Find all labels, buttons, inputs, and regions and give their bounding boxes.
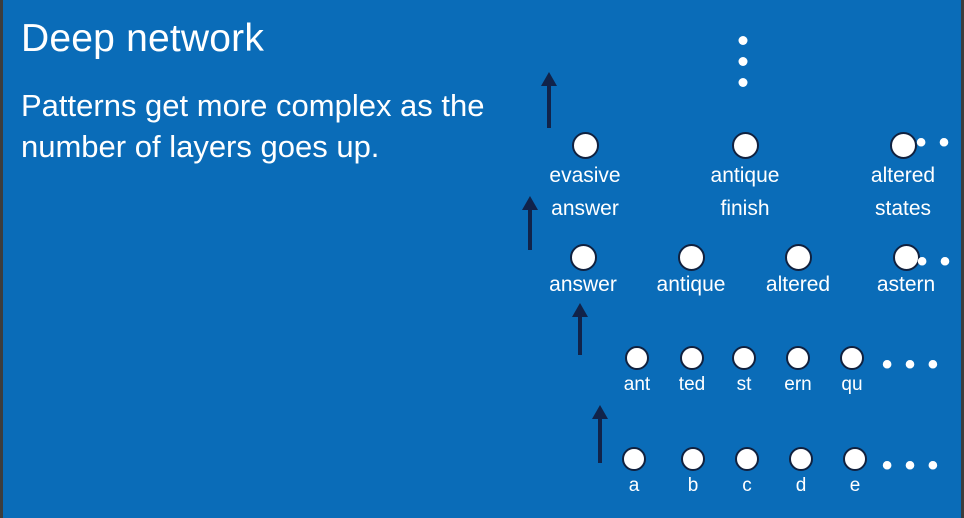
node-label-layer1-1: b xyxy=(687,475,699,496)
arrow-to-layer-4-icon xyxy=(540,72,558,128)
node-label-line2: answer xyxy=(551,197,619,220)
arrow-to-layer-2-icon xyxy=(571,303,589,355)
node-layer2-4[interactable] xyxy=(840,346,864,370)
node-label-layer2-1: ted xyxy=(678,374,706,395)
node-label-layer1-0: a xyxy=(628,475,640,496)
node-label-layer2-0: ant xyxy=(623,374,651,395)
node-label-layer4-2: altered states xyxy=(871,159,935,225)
deep-network-diagram: evasive answer antique finish altered st… xyxy=(3,0,961,518)
node-layer3-0[interactable] xyxy=(569,243,597,271)
node-layer1-2[interactable] xyxy=(735,447,759,471)
node-label-line2: states xyxy=(874,197,932,220)
ellipsis-layer1: • • • xyxy=(881,449,941,482)
node-layer3-2[interactable] xyxy=(784,243,812,271)
arrow-to-layer-1-icon xyxy=(591,405,609,463)
ellipsis-layer2: • • • xyxy=(881,348,941,381)
node-layer1-0[interactable] xyxy=(622,447,646,471)
ellipsis-layer4: • • • xyxy=(915,126,961,159)
node-layer2-0[interactable] xyxy=(625,346,649,370)
node-label-line1: antique xyxy=(710,164,780,187)
node-label-layer4-1: antique finish xyxy=(711,159,780,225)
node-layer2-3[interactable] xyxy=(786,346,810,370)
node-label-layer2-3: ern xyxy=(784,374,812,395)
node-label-layer1-3: d xyxy=(795,475,807,496)
node-layer1-3[interactable] xyxy=(789,447,813,471)
node-label-layer3-2: altered xyxy=(765,273,831,296)
node-label-layer3-1: antique xyxy=(656,273,726,296)
node-label-layer1-4: e xyxy=(849,475,861,496)
arrow-to-layer-3-icon xyxy=(521,196,539,250)
node-label-layer2-2: st xyxy=(736,374,752,395)
node-label-line2: finish xyxy=(720,197,770,220)
node-label-line1: evasive xyxy=(549,164,621,187)
node-layer4-0[interactable] xyxy=(571,131,599,159)
node-layer4-2[interactable] xyxy=(889,131,917,159)
node-layer3-1[interactable] xyxy=(677,243,705,271)
vertical-ellipsis-icon xyxy=(738,36,748,87)
ellipsis-layer3: • • • xyxy=(916,245,961,278)
node-label-line1: altered xyxy=(870,164,936,187)
node-layer2-2[interactable] xyxy=(732,346,756,370)
node-layer2-1[interactable] xyxy=(680,346,704,370)
node-label-layer2-4: qu xyxy=(841,374,863,395)
node-label-layer4-0: evasive answer xyxy=(549,159,620,225)
node-layer1-4[interactable] xyxy=(843,447,867,471)
node-layer1-1[interactable] xyxy=(681,447,705,471)
node-label-layer3-3: astern xyxy=(876,273,936,296)
node-layer4-1[interactable] xyxy=(731,131,759,159)
node-label-layer1-2: c xyxy=(742,475,752,496)
page-title: Deep network xyxy=(21,17,265,60)
node-layer3-3[interactable] xyxy=(892,243,920,271)
node-label-layer3-0: answer xyxy=(549,273,617,296)
page-subtitle: Patterns get more complex as the number … xyxy=(21,88,485,164)
